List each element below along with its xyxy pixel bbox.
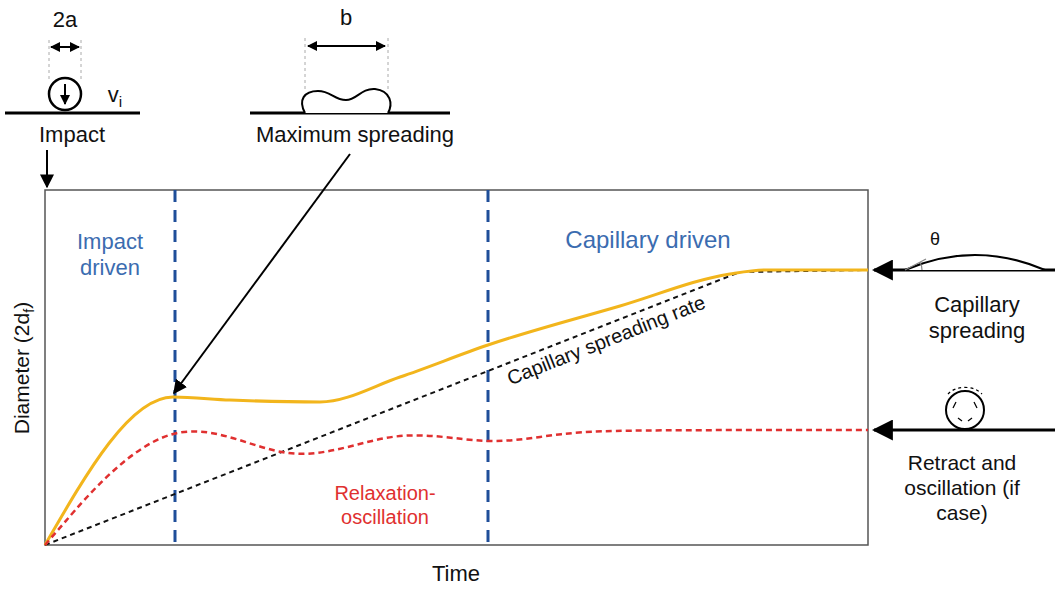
dimension-guide: [49, 40, 50, 80]
contact-angle-arc: [920, 262, 922, 270]
velocity-label: vi: [108, 82, 122, 111]
spreading-curve: [45, 270, 868, 545]
contact-angle-line: [905, 259, 926, 270]
state-label: Capillary spreading: [902, 292, 1052, 345]
dimension-arrow: [308, 45, 385, 47]
sessile-drop: [905, 255, 1045, 270]
leader-arrow: [174, 154, 350, 393]
phase-label: Impact driven: [60, 229, 160, 282]
state-label: Retract and oscillation (if case): [887, 450, 1037, 526]
spread-drop: [302, 89, 390, 113]
capillary-rate-line: [45, 270, 868, 545]
dimension-label: b: [340, 5, 352, 31]
relaxation-curve: [45, 430, 868, 545]
impact-pointer: [46, 150, 48, 187]
axis-title: Time: [432, 561, 480, 587]
phase-divider: [174, 190, 177, 545]
oscillation-marks: [953, 402, 977, 421]
dimension-guide: [305, 38, 306, 92]
stage-label: Maximum spreading: [256, 122, 454, 148]
velocity-arrow: [64, 84, 66, 104]
axis-title: Diameter (2df): [9, 302, 38, 434]
curve-label: Relaxation- oscillation: [328, 481, 443, 529]
dimension-guide: [81, 40, 82, 80]
stage-label: Impact: [39, 122, 105, 148]
axis-title: Diameter (2d: [10, 313, 33, 434]
axis-title: ): [10, 302, 33, 309]
velocity-symbol: v: [108, 82, 119, 107]
oscillation-mark: [953, 402, 956, 408]
dimension-arrow: [51, 46, 79, 48]
line-label: Capillary spreading rate: [501, 289, 712, 391]
axis-title-subscript: f: [21, 309, 37, 313]
oscillating-drop: [946, 391, 984, 429]
oscillation-mark: [968, 418, 972, 421]
dimension-label: 2a: [53, 7, 77, 33]
oscillation-mark: [974, 402, 977, 408]
oscillation-mark: [958, 418, 962, 421]
drop-circle: [49, 78, 81, 110]
velocity-subscript: i: [119, 93, 122, 110]
dimension-guide: [388, 38, 389, 92]
surface-line: [5, 112, 140, 115]
phase-label: Capillary driven: [565, 226, 730, 255]
plot-frame: [45, 190, 868, 545]
phase-divider: [487, 190, 490, 545]
angle-symbol: θ: [930, 229, 940, 251]
oscillation-outline: [948, 387, 982, 394]
